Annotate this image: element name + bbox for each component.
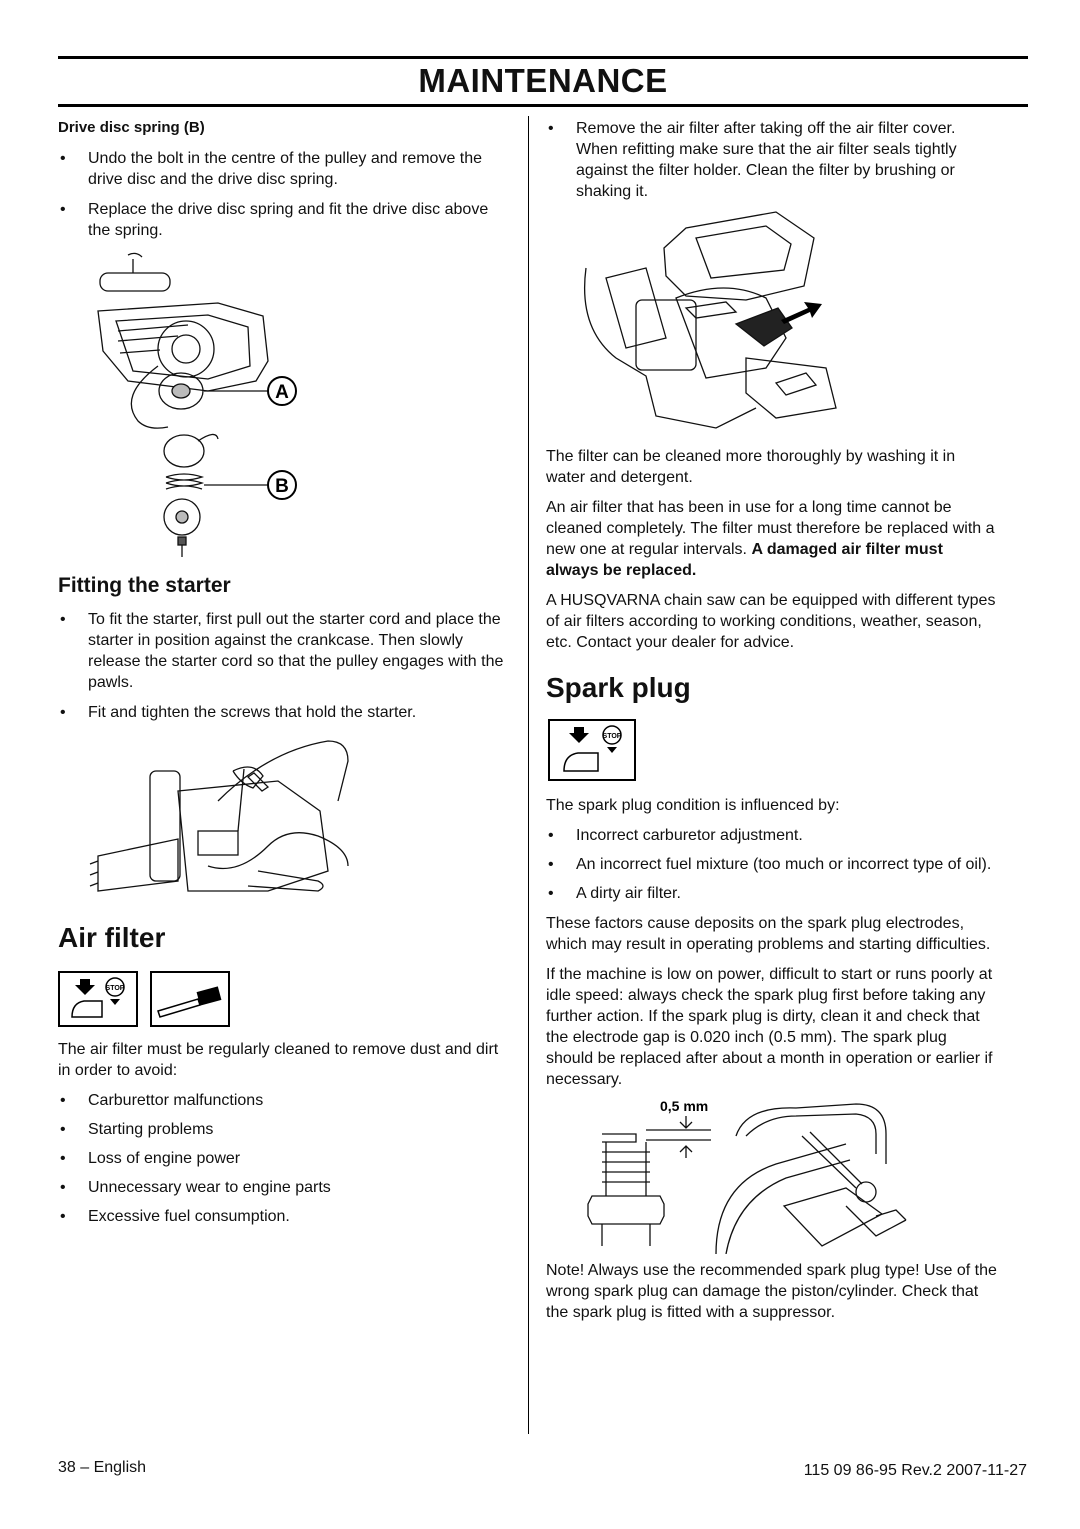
- column-divider: [528, 116, 529, 1434]
- spark-plug-illustration: 0,5 mm: [587, 1098, 907, 1254]
- air-filter-removal-illustration: [583, 211, 837, 429]
- filter-replace-body: An air filter that has been in use for a…: [546, 499, 995, 558]
- fitting-starter-heading: Fitting the starter: [58, 574, 231, 597]
- drive-disc-heading: Drive disc spring (B): [58, 119, 205, 136]
- air-filter-intro: The air filter must be regularly cleaned…: [58, 1041, 499, 1079]
- header-rule-top: [58, 56, 1028, 59]
- left-column: Drive disc spring (B) Undo the bolt in t…: [58, 118, 510, 1227]
- spark-intro: The spark plug condition is influenced b…: [546, 797, 840, 814]
- drive-disc-bullet-1: Undo the bolt in the centre of the pulle…: [58, 148, 510, 190]
- fitting-starter-illustration: [89, 740, 349, 892]
- footer-page-number: 38 – English: [58, 1459, 147, 1476]
- brush-icon: [150, 971, 231, 1027]
- air-filter-heading: Air filter: [58, 922, 166, 953]
- drive-disc-bullet-2: Replace the drive disc spring and fit th…: [58, 199, 510, 241]
- spark-stop-engine-icon: STOP: [548, 719, 636, 781]
- fitting-bullet-2: Fit and tighten the screws that hold the…: [58, 702, 510, 723]
- filter-replace-text: An air filter that has been in use for a…: [546, 497, 998, 581]
- callout-b: B: [267, 470, 297, 500]
- air-filter-icon-row: STOP: [58, 971, 510, 1027]
- callout-b-label: B: [275, 476, 289, 497]
- air-filter-bullet-1: Carburettor malfunctions: [58, 1090, 510, 1111]
- filter-replace-warning: A damaged air filter must always be repl…: [546, 541, 943, 579]
- filter-wash-text: The filter can be cleaned more thoroughl…: [546, 448, 956, 486]
- stop-label: STOP: [106, 985, 125, 992]
- header-rule-bottom: [58, 104, 1028, 107]
- right-column: Remove the air filter after taking off t…: [546, 118, 998, 1323]
- spark-deposits-text: These factors cause deposits on the spar…: [546, 915, 991, 953]
- callout-a-label: A: [275, 382, 289, 403]
- spark-check-text: If the machine is low on power, difficul…: [546, 966, 993, 1088]
- callout-a: A: [267, 376, 297, 406]
- stop-engine-icon: STOP: [58, 971, 138, 1027]
- air-filter-bullet-4: Unnecessary wear to engine parts: [58, 1177, 510, 1198]
- starter-exploded-illustration: A B: [97, 252, 297, 557]
- spark-stop-label: STOP: [603, 733, 622, 740]
- air-filter-bullet-5: Excessive fuel consumption.: [58, 1206, 510, 1227]
- air-filter-bullet-2: Starting problems: [58, 1119, 510, 1140]
- page-title: MAINTENANCE: [418, 62, 668, 99]
- spark-note: Note! Always use the recommended spark p…: [546, 1262, 997, 1321]
- air-filter-bullet-3: Loss of engine power: [58, 1148, 510, 1169]
- spark-bullet-3: A dirty air filter.: [546, 883, 998, 904]
- remove-filter-bullet: Remove the air filter after taking off t…: [546, 118, 998, 202]
- spark-plug-heading: Spark plug: [546, 672, 691, 703]
- spark-bullet-1: Incorrect carburetor adjustment.: [546, 825, 998, 846]
- fitting-bullet-1: To fit the starter, first pull out the s…: [58, 609, 510, 693]
- spark-bullet-2: An incorrect fuel mixture (too much or i…: [546, 854, 998, 875]
- filter-types-text: A HUSQVARNA chain saw can be equipped wi…: [546, 592, 996, 651]
- footer-doc-reference: 115 09 86-95 Rev.2 2007-11-27: [803, 1462, 1027, 1479]
- electrode-gap-label: 0,5 mm: [660, 1098, 708, 1114]
